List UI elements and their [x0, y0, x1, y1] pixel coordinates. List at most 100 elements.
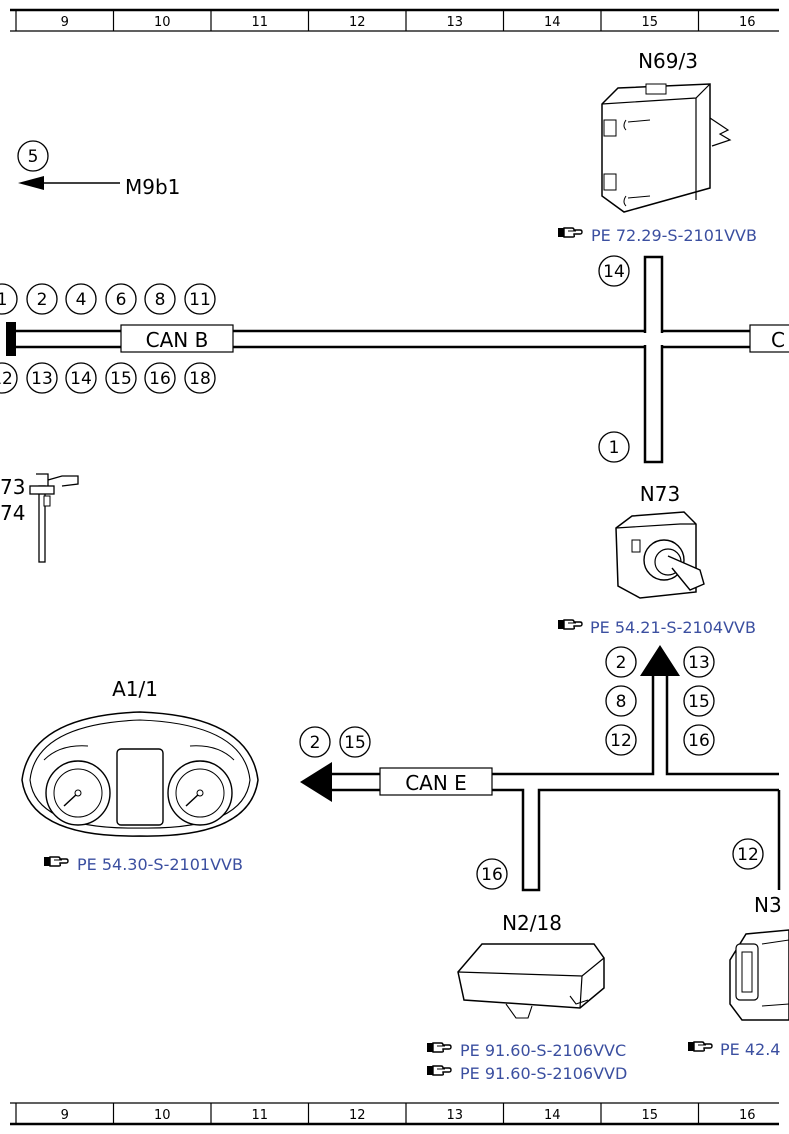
n73-reference: PE 54.21-S-2104VVB [590, 618, 756, 637]
can-e-label: CAN E [405, 771, 467, 795]
arrow-left-icon [18, 176, 44, 190]
a1-1-arrow-pin-circle [299, 726, 331, 758]
can-b-bottom-pin-number: 16 [149, 369, 171, 389]
grid-footer-number: 13 [446, 1108, 463, 1123]
n73-branch-pin: 1 [598, 431, 630, 463]
n2-18-branch-pin: 16 [476, 858, 508, 890]
can-b-top-pin-circle [105, 283, 137, 315]
grid-header [10, 8, 779, 32]
can-b-top-pins: 1 2 4 6 8 11 [0, 283, 216, 315]
can-b-top-pin-circle [144, 283, 176, 315]
sensor-label-2: 74 [0, 501, 25, 525]
n73-left-pin-circle [605, 646, 637, 678]
pointing-hand-icon [687, 1041, 713, 1052]
can-b-bottom-pin-number: 18 [189, 369, 211, 389]
n73-right-pin-number: 15 [688, 692, 710, 712]
n73-left-pin-circle [605, 724, 637, 756]
grid-header-number: 12 [349, 15, 366, 30]
n3-branch-pin: 12 [732, 838, 764, 870]
can-b-continuation-box [749, 324, 789, 353]
grid-footer-number: 12 [349, 1108, 366, 1123]
n73-right-pin-circle [683, 646, 715, 678]
n69-3-component: N69/3 PE 72.29-S-2101VVB [557, 49, 757, 245]
a1-1-reference: PE 54.30-S-2101VVB [77, 855, 243, 874]
sensor-label-1: 73 [0, 475, 25, 499]
grid-header-number: 15 [641, 15, 658, 30]
can-b-top-pin-circle [0, 283, 18, 315]
grid-header-number: 13 [446, 15, 463, 30]
can-b-bus: CAN B C [6, 255, 789, 464]
grid-header-number: 11 [251, 15, 268, 30]
n73-right-pin-number: 16 [688, 731, 710, 751]
grid-header-number: 14 [544, 15, 561, 30]
n73-left-pins: 2 8 12 [605, 646, 637, 756]
grid-header-number: 10 [154, 15, 171, 30]
a1-1-component: A1/1 PE 54.30-S-2101VVB [21, 677, 259, 874]
can-e-bus: CAN E [300, 645, 781, 892]
can-b-top-pin-number: 4 [76, 290, 87, 310]
arrow-left-icon [300, 762, 332, 802]
can-b-bottom-pin-circle [26, 362, 58, 394]
n73-right-pin-number: 13 [688, 653, 710, 673]
grid-footer-number: 10 [154, 1108, 171, 1123]
n73-left-pin-number: 8 [616, 692, 627, 712]
can-b-continuation-label: C [771, 328, 785, 352]
n73-right-pin-circle [683, 724, 715, 756]
arrow-up-icon [640, 645, 680, 676]
can-b-top-pin-number: 11 [189, 290, 211, 310]
n2-18-reference-2: PE 91.60-S-2106VVD [460, 1064, 627, 1083]
can-b-bottom-pin-circle [65, 362, 97, 394]
n73-left-pin-circle [605, 685, 637, 717]
can-b-top-pin-circle [184, 283, 216, 315]
svg-text:1: 1 [609, 438, 620, 458]
svg-text:14: 14 [603, 262, 625, 282]
can-b-top-pin-number: 8 [155, 290, 166, 310]
can-b-label: CAN B [146, 328, 209, 352]
can-b-top-pin-circle [26, 283, 58, 315]
n3-label: N3 [754, 893, 782, 917]
n73-left-pin-number: 12 [610, 731, 632, 751]
a1-1-arrow-pin-circle [339, 726, 371, 758]
n2-18-component: N2/18 PE 91.60-S-2106VVC PE 91.60-S-2106… [426, 911, 627, 1083]
pin-circle [17, 140, 49, 172]
can-b-top-pin-circle [65, 283, 97, 315]
grid-footer-number: 16 [739, 1108, 756, 1123]
grid-footer-number: 9 [61, 1108, 69, 1123]
pointing-hand-icon [43, 856, 69, 867]
can-b-bottom-pin-number: 14 [70, 369, 92, 389]
a1-1-arrow-pin-number: 2 [310, 733, 321, 753]
a1-1-arrow-pin-number: 15 [344, 733, 366, 753]
can-b-bottom-pin-number: 15 [110, 369, 132, 389]
n2-18-reference-1: PE 91.60-S-2106VVC [460, 1041, 626, 1060]
grid-header-cells: 9 10 11 12 13 14 15 16 [15, 10, 756, 31]
n73-right-pins: 13 15 16 [683, 646, 715, 756]
can-b-top-pin-number: 6 [116, 290, 127, 310]
grid-footer-number: 14 [544, 1108, 561, 1123]
can-b-bottom-pin-circle [184, 362, 216, 394]
can-b-bottom-pin-circle [144, 362, 176, 394]
bus-terminator [6, 322, 16, 356]
pointing-hand-icon [557, 619, 583, 630]
m9b1-pin: 5 [28, 147, 39, 167]
n3-component: N3 PE 42.4 [687, 893, 789, 1059]
grid-header-number: 9 [61, 15, 69, 30]
grid-footer [10, 1102, 779, 1126]
n3-reference: PE 42.4 [720, 1040, 780, 1059]
n2-18-label: N2/18 [502, 911, 562, 935]
can-b-label-box [120, 324, 234, 353]
grid-header-number: 16 [739, 15, 756, 30]
pointing-hand-icon [557, 227, 583, 238]
can-b-top-pin-number: 1 [0, 290, 7, 310]
grid-footer-number: 15 [641, 1108, 658, 1123]
pointing-hand-icon [426, 1042, 452, 1053]
n73-right-pin-circle [683, 685, 715, 717]
can-b-bottom-pin-number: 13 [31, 369, 53, 389]
n69-3-label: N69/3 [638, 49, 698, 73]
sensor-component: 73 74 [0, 473, 79, 563]
can-b-top-pin-number: 2 [37, 290, 48, 310]
m9b1-reference: 5 M9b1 [17, 140, 180, 199]
n73-left-pin-number: 2 [616, 653, 627, 673]
